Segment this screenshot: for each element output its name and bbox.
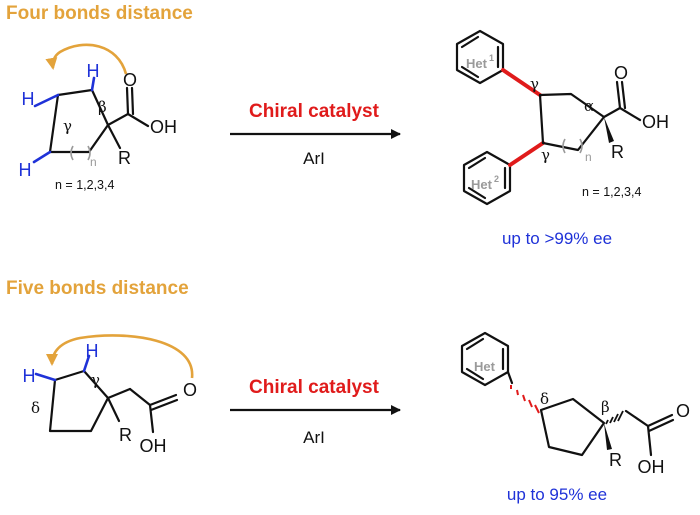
ch-bond-gamma-2 [82, 354, 91, 373]
product-1: Het 1 Het 2 γ γ α O OH R n n = 1,2,3,4 u… [455, 29, 669, 248]
hashed-bond-ch2 [605, 410, 624, 425]
o-label-p1: O [614, 63, 628, 83]
n-values-p1: n = 1,2,3,4 [582, 185, 641, 199]
n-bracket-2 [562, 138, 583, 154]
oh-label-p1: OH [642, 112, 669, 132]
gamma-label-2: γ [91, 371, 100, 389]
section2-heading: Five bonds distance [6, 278, 189, 299]
het1-superscript: 1 [489, 53, 494, 63]
ch-bond-gamma [33, 93, 60, 108]
n-values-1: n = 1,2,3,4 [55, 178, 114, 192]
new-bond-het2 [508, 141, 545, 167]
beta-label-1: β [98, 98, 107, 116]
o-label-p2: O [676, 401, 690, 421]
het-label: Het [474, 359, 496, 374]
ch-bond-beta [90, 76, 96, 92]
starting-material-2: H H γ δ O OH R [23, 334, 197, 456]
ring-3-bonds [48, 369, 110, 433]
oh-label-1: OH [150, 117, 177, 137]
h-label-gamma-2: H [86, 341, 99, 361]
catalyst-label-1: Chiral catalyst [249, 101, 380, 122]
ring-4-bonds [539, 397, 606, 457]
h-label-beta: H [87, 61, 100, 81]
delta-label-p: δ [540, 390, 549, 408]
n-bracket-1 [70, 145, 91, 161]
wedge-bond-r-2 [604, 423, 612, 450]
r-label-p2: R [609, 450, 622, 470]
gamma-label-p1: γ [530, 75, 539, 93]
reaction-arrow-1: Chiral catalyst ArI [230, 101, 401, 168]
oh-label-2: OH [140, 436, 167, 456]
h-label-delta: H [23, 366, 36, 386]
alpha-label-p: α [584, 97, 594, 115]
het1-label: Het [466, 56, 488, 71]
ch-bond-delta [34, 372, 57, 382]
four-bond-arrow [45, 43, 128, 75]
het2-label: Het [471, 177, 493, 192]
n-subscript-1: n [90, 155, 97, 169]
o-label-1: O [123, 70, 137, 90]
selectivity-2: up to 95% ee [507, 485, 607, 504]
product-2: Het δ β O OH R up to 95% ee [460, 331, 690, 504]
reaction-arrow-2: Chiral catalyst ArI [230, 377, 401, 447]
ch-bond-lower [32, 150, 52, 164]
aryl-iodide-label-1: ArI [303, 149, 325, 168]
wedge-bond-r [604, 117, 614, 143]
section1-heading: Four bonds distance [6, 3, 193, 24]
aryl-iodide-label-2: ArI [303, 428, 325, 447]
gamma-label-p2: γ [541, 146, 550, 164]
gamma-label-1: γ [63, 117, 72, 135]
oh-label-p2: OH [638, 457, 665, 477]
ring-2-bonds [538, 92, 606, 152]
r-label-1: R [118, 148, 131, 168]
starting-material-1: H H H β γ O OH R n n = 1,2,3,4 [19, 43, 177, 192]
het-aryl-ring [460, 331, 510, 387]
five-bond-arrow [46, 334, 194, 379]
selectivity-1: up to >99% ee [502, 229, 612, 248]
new-bond-het1 [501, 68, 542, 97]
h-label-gamma: H [22, 89, 35, 109]
r-label-p1: R [611, 142, 624, 162]
n-subscript-p1: n [585, 150, 592, 164]
het2-superscript: 2 [494, 174, 499, 184]
o-label-2: O [183, 380, 197, 400]
delta-label-2: δ [31, 399, 40, 417]
r-label-2: R [119, 425, 132, 445]
catalyst-label-2: Chiral catalyst [249, 377, 380, 398]
het1-aryl-ring [455, 29, 505, 85]
h-label-lower: H [19, 160, 32, 180]
hashed-bond-het [510, 385, 540, 414]
beta-label-p: β [601, 398, 610, 416]
